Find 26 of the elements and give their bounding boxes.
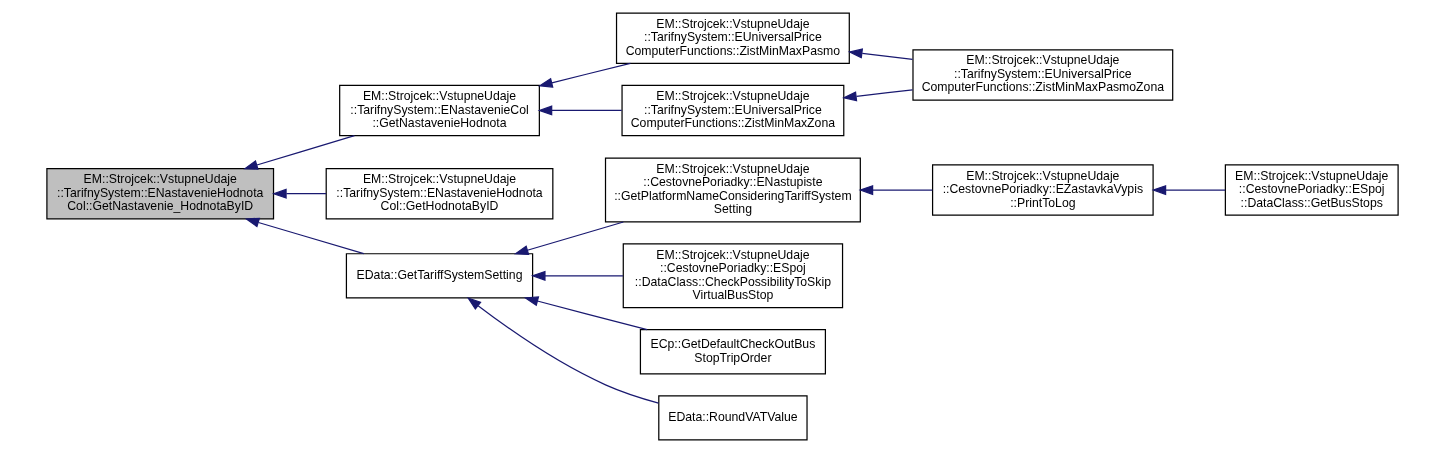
arrow (513, 221, 624, 256)
node-box: EM::Strojcek::VstupneUdaje ::TarifnySystem::EUniversalPrice ComputerFunctions::ZistMinMaxPasmoZona (912, 49, 1174, 101)
arrow (842, 89, 914, 102)
node-box: EM::Strojcek::VstupneUdaje ::TarifnySystem::EUniversalPrice ComputerFunctions::ZistMinMaxZona (621, 84, 845, 137)
node-box: ECp::GetDefaultCheckOutBus StopTripOrder (639, 329, 826, 375)
arrow (1151, 184, 1226, 196)
arrow (537, 105, 623, 116)
node-box: EM::Strojcek::VstupneUdaje ::CestovnePoriadky::ESpoj ::DataClass::CheckPossibilityToSkip VirtualBusStop (622, 243, 844, 309)
arrow (530, 270, 624, 281)
arrow (271, 188, 327, 199)
node-box: EM::Strojcek::VstupneUdaje ::CestovnePoriadky::ENastupiste ::GetPlatformNameConsideringTariffSystem Setting (604, 157, 861, 223)
node-box: EM::Strojcek::VstupneUdaje ::TarifnySystem::ENastavenieCol ::GetNastavenieHodnota (339, 84, 540, 137)
node-box: EM::Strojcek::VstupneUdaje ::CestovnePoriadky::EZastavkaVypis ::PrintToLog (931, 164, 1154, 216)
node-box: EData::GetTariffSystemSetting (345, 253, 534, 299)
arrow (847, 48, 914, 61)
arrow (537, 62, 631, 88)
arrow (243, 135, 356, 170)
node-box: EM::Strojcek::VstupneUdaje ::TarifnySystem::ENastavenieHodnota Col::GetNastavenie_HodnotaByID (46, 168, 275, 220)
node-box: EM::Strojcek::VstupneUdaje ::TarifnySystem::EUniversalPrice ComputerFunctions::ZistMinMaxPasmo (615, 12, 850, 64)
node-box: EM::Strojcek::VstupneUdaje ::TarifnySystem::ENastavenieHodnota Col::GetHodnotaByID (325, 168, 554, 220)
node-box: EM::Strojcek::VstupneUdaje ::CestovnePoriadky::ESpoj ::DataClass::GetBusStops (1224, 164, 1399, 216)
arrow (858, 184, 933, 196)
arrow (466, 297, 660, 404)
arrow (244, 217, 365, 255)
node-box: EData::RoundVATValue (658, 395, 808, 441)
arrow (523, 296, 648, 331)
